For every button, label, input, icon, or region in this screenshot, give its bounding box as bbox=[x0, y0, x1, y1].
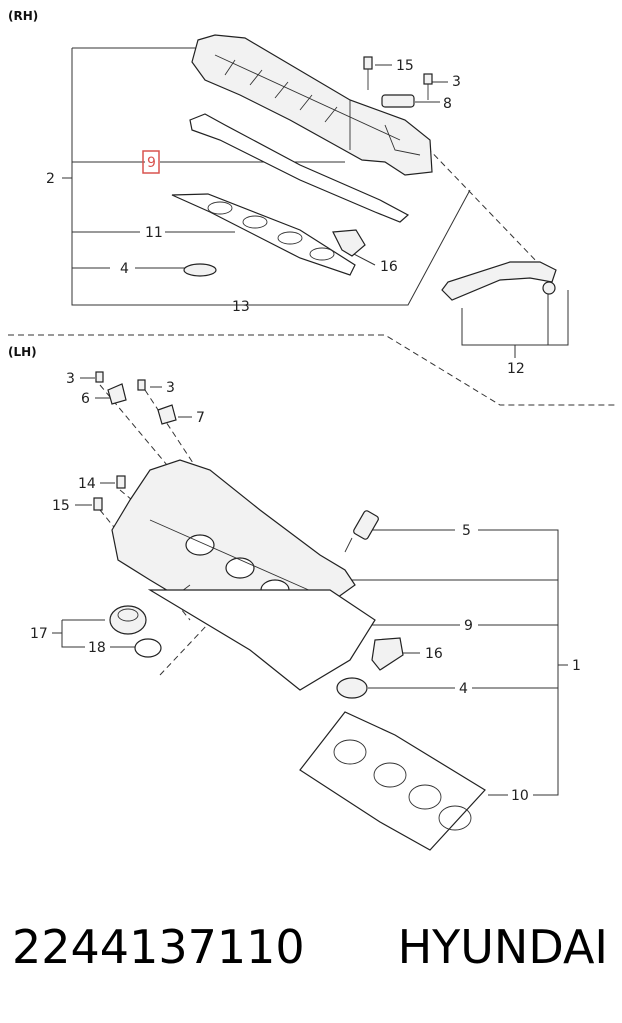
callout-rh-8: 8 bbox=[443, 96, 452, 112]
callout-lh-14: 14 bbox=[78, 476, 96, 492]
lh-bolt-14 bbox=[116, 475, 126, 489]
lh-oil-cap-17 bbox=[109, 605, 147, 635]
callout-rh-3: 3 bbox=[452, 74, 461, 90]
callout-rh-16: 16 bbox=[380, 259, 398, 275]
lh-gasket-9 bbox=[147, 589, 376, 691]
section-label-lh: (LH) bbox=[8, 345, 37, 359]
callout-lh-4: 4 bbox=[459, 681, 468, 697]
lh-bolt-3a bbox=[95, 371, 104, 383]
callout-lh-3a: 3 bbox=[66, 371, 75, 387]
rh-seal-4 bbox=[183, 263, 217, 277]
callout-lh-5: 5 bbox=[462, 523, 471, 539]
section-divider bbox=[8, 334, 615, 406]
callout-lh-6: 6 bbox=[81, 391, 90, 407]
part-number: 2244137110 bbox=[12, 920, 305, 974]
rh-half-moon-plug-16 bbox=[332, 229, 366, 257]
rh-bolt-15 bbox=[363, 56, 373, 90]
lh-sensor-5 bbox=[344, 510, 379, 553]
callout-rh-2: 2 bbox=[46, 171, 55, 187]
callout-lh-1: 1 bbox=[572, 658, 581, 674]
caption-bar: 2244137110 HYUNDAI bbox=[0, 912, 622, 982]
lh-plug-gasket-10 bbox=[299, 711, 486, 851]
brand-name: HYUNDAI bbox=[397, 920, 608, 974]
callout-lh-15: 15 bbox=[52, 498, 70, 514]
section-label-rh: (RH) bbox=[8, 9, 38, 23]
highlight-box-9 bbox=[142, 150, 160, 174]
callout-lh-16: 16 bbox=[425, 646, 443, 662]
lh-bracket-6 bbox=[107, 383, 127, 405]
callout-lh-18: 18 bbox=[88, 640, 106, 656]
lh-seal-4 bbox=[336, 677, 368, 699]
lh-half-moon-plug-16 bbox=[371, 637, 404, 671]
rh-plug-gasket-11 bbox=[171, 193, 356, 276]
rh-sensor-8 bbox=[381, 94, 415, 108]
callout-lh-10: 10 bbox=[511, 788, 529, 804]
callout-rh-15: 15 bbox=[396, 58, 414, 74]
rh-breather-hose-12 bbox=[441, 261, 557, 301]
callout-lh-3b: 3 bbox=[166, 380, 175, 396]
lh-bolt-3b bbox=[137, 379, 146, 391]
callout-rh-13: 13 bbox=[232, 299, 250, 315]
rh-gasket-9 bbox=[189, 113, 410, 223]
rh-bolt-3 bbox=[423, 73, 433, 100]
callout-lh-17: 17 bbox=[30, 626, 48, 642]
callout-rh-12: 12 bbox=[507, 361, 525, 377]
rh-leader-lines bbox=[62, 47, 569, 358]
callout-rh-9: 9 bbox=[147, 155, 156, 171]
lh-o-ring-18 bbox=[134, 638, 162, 658]
lh-bolt-15 bbox=[93, 497, 103, 511]
callout-rh-4: 4 bbox=[120, 261, 129, 277]
rh-valve-cover bbox=[191, 34, 433, 176]
lh-bracket-7 bbox=[157, 404, 177, 425]
callout-rh-11: 11 bbox=[145, 225, 163, 241]
callout-lh-7: 7 bbox=[196, 410, 205, 426]
callout-lh-9: 9 bbox=[464, 618, 473, 634]
